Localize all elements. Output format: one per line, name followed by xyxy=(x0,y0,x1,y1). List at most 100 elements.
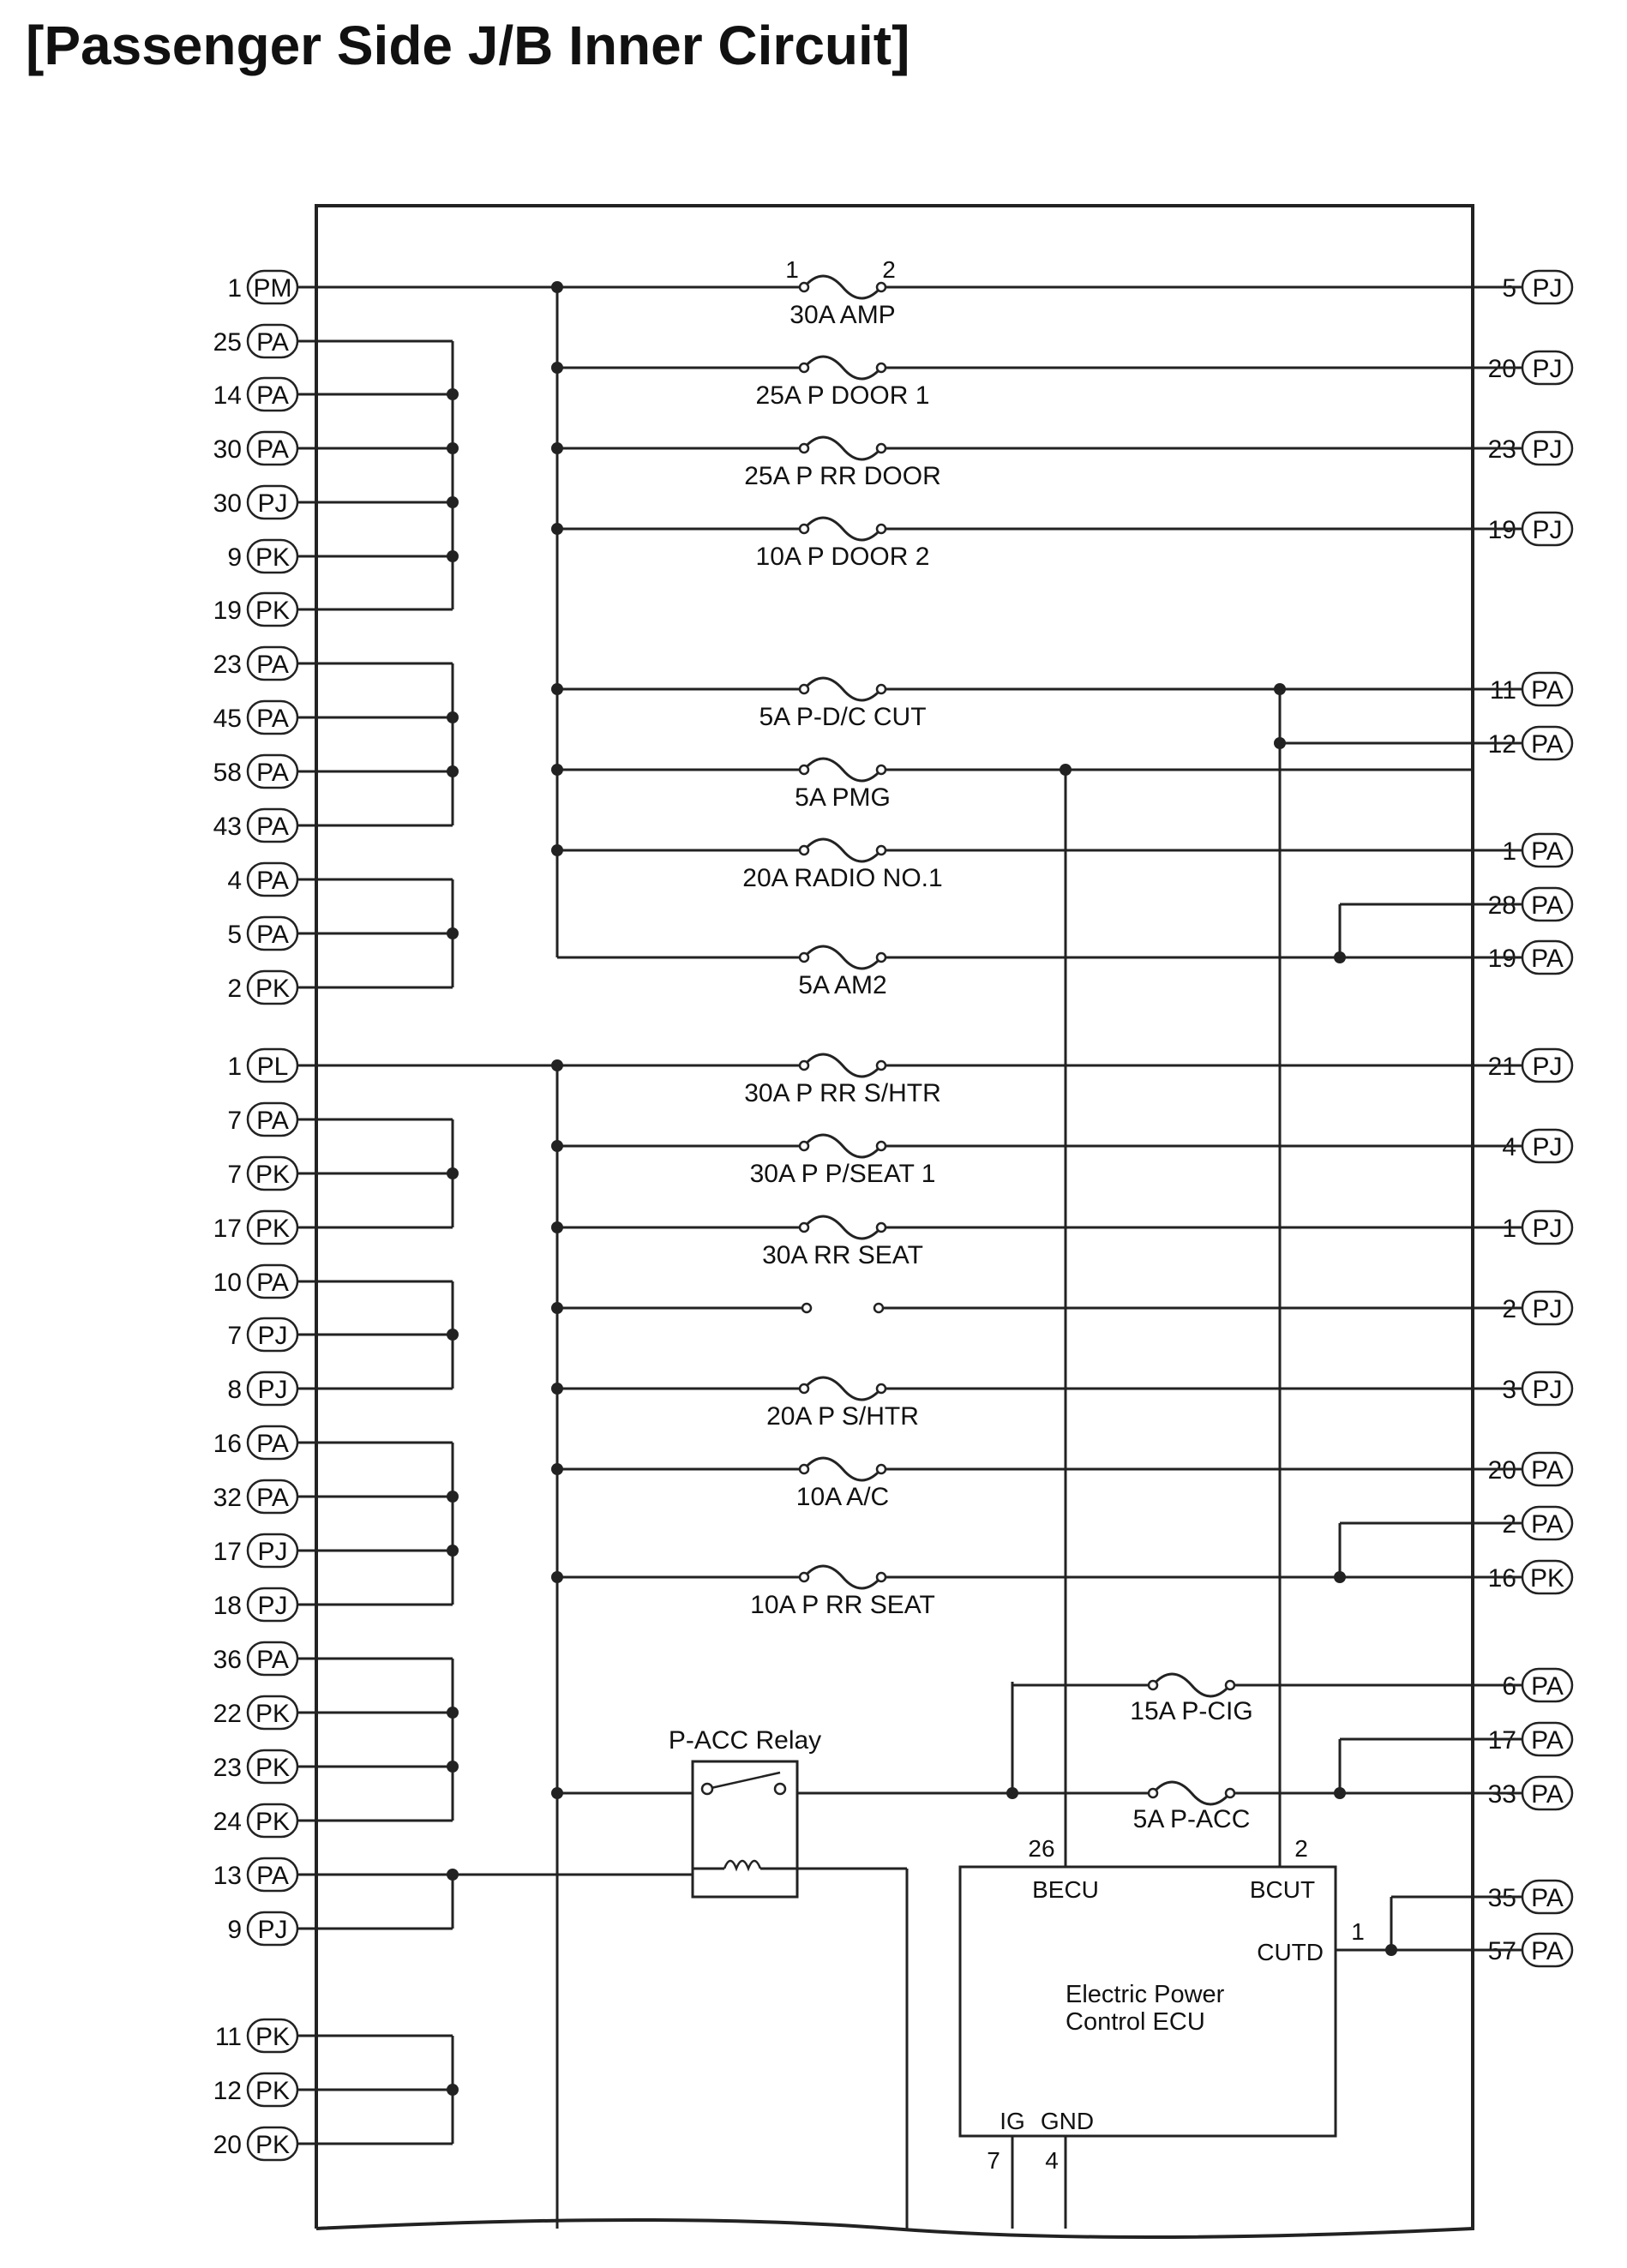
fuse-label: 10A A/C xyxy=(796,1483,889,1511)
fuse-terminal xyxy=(798,1221,810,1233)
connector-code: PA xyxy=(256,1862,289,1890)
terminal-number: 2 xyxy=(227,975,242,1003)
connector-code: PA xyxy=(256,1107,289,1135)
junction-dot xyxy=(551,764,563,776)
connector-code: PA xyxy=(256,759,289,787)
connector-code: PK xyxy=(255,2023,290,2051)
fuse-label: 5A AM2 xyxy=(798,971,886,999)
junction-dot xyxy=(447,1707,459,1719)
fuse-terminal xyxy=(798,1463,810,1475)
fuse-label: 20A P S/HTR xyxy=(766,1402,919,1431)
connector-code: PA xyxy=(256,435,289,464)
fuse-gap xyxy=(801,1303,884,1313)
fuse-terminal xyxy=(798,1571,810,1583)
terminal-number: 17 xyxy=(213,1538,242,1566)
connector-code: PA xyxy=(256,1430,289,1458)
fuse-terminal xyxy=(875,1463,887,1475)
connector-code: PJ xyxy=(257,1322,287,1350)
junction-dot xyxy=(1334,951,1346,963)
connector-code: PA xyxy=(1531,1884,1564,1912)
terminal-number: 10 xyxy=(213,1269,242,1297)
fuse-label: 25A P DOOR 1 xyxy=(756,381,930,410)
junction-dot xyxy=(551,442,563,454)
connector-code: PA xyxy=(256,1646,289,1674)
junction-dot xyxy=(1385,1944,1397,1956)
connector-code: PK xyxy=(255,1215,290,1243)
relay-coil xyxy=(723,1859,762,1872)
junction-dot xyxy=(551,1383,563,1395)
ecu-pin-cutd: 1 xyxy=(1351,1918,1365,1945)
junction-dot xyxy=(551,1463,563,1475)
connector-code: PJ xyxy=(257,1538,287,1566)
junction-dot xyxy=(447,1491,459,1503)
terminal-number: 9 xyxy=(227,1916,242,1944)
junction-box-outline xyxy=(315,204,1474,2239)
connector-code: PK xyxy=(255,2131,290,2159)
junction-dot xyxy=(551,1059,563,1071)
fuse-label: 15A P-CIG xyxy=(1130,1697,1252,1725)
ecu-box xyxy=(958,1865,1337,2138)
fuse-terminal xyxy=(798,1059,810,1071)
fuse-symbol xyxy=(802,757,883,783)
terminal-number: 8 xyxy=(227,1376,242,1404)
fuse-symbol xyxy=(802,1564,883,1590)
ecu-pin-becu: 26 xyxy=(1028,1835,1054,1862)
fuse-symbol xyxy=(802,516,883,542)
terminal-number: 45 xyxy=(213,705,242,733)
amp-fuse-pin-2: 2 xyxy=(882,256,896,283)
fuse-label: 30A AMP xyxy=(789,301,895,329)
ecu-name-line2: Control ECU xyxy=(1066,2008,1205,2036)
fuse-terminal xyxy=(798,844,810,856)
connector-code: PA xyxy=(1531,1780,1564,1809)
fuse-label: 10A P RR SEAT xyxy=(750,1591,935,1619)
connector-code: PA xyxy=(1531,945,1564,973)
connector-code: PA xyxy=(256,813,289,841)
connector-code: PK xyxy=(255,1808,290,1836)
junction-dot xyxy=(1274,737,1286,749)
junction-dot xyxy=(551,683,563,695)
ecu-becu-label: BECU xyxy=(1032,1876,1099,1903)
ecu-gnd-label: GND xyxy=(1041,2108,1094,2134)
terminal-number: 12 xyxy=(213,2077,242,2105)
connector-code: PA xyxy=(1531,891,1564,920)
fuse-terminal xyxy=(875,1221,887,1233)
fuse-terminal xyxy=(798,1383,810,1395)
junction-dot xyxy=(1006,1787,1018,1799)
connector-code: PJ xyxy=(1532,1215,1562,1243)
junction-dot xyxy=(447,1167,459,1179)
fuse-terminal xyxy=(1224,1787,1236,1799)
terminal-number: 17 xyxy=(213,1215,242,1243)
fuse-symbol xyxy=(802,676,883,702)
fuse-terminal xyxy=(875,844,887,856)
terminal-number: 4 xyxy=(227,867,242,895)
fuse-label: 25A P RR DOOR xyxy=(744,462,941,490)
amp-fuse-pin-1: 1 xyxy=(785,256,799,283)
connector-code: PA xyxy=(1531,837,1564,866)
fuse-symbol xyxy=(1151,1780,1232,1806)
terminal-number: 36 xyxy=(213,1646,242,1674)
junction-dot xyxy=(1334,1571,1346,1583)
connector-code: PJ xyxy=(1532,516,1562,544)
terminal-number: 25 xyxy=(213,328,242,357)
connector-code: PJ xyxy=(1532,1376,1562,1404)
connector-code: PK xyxy=(255,1700,290,1728)
ecu-pin-gnd: 4 xyxy=(1045,2147,1059,2174)
terminal-number: 19 xyxy=(213,597,242,625)
connector-code: PA xyxy=(1531,1726,1564,1755)
junction-dot xyxy=(447,442,459,454)
junction-dot xyxy=(551,844,563,856)
junction-dot xyxy=(551,1302,563,1314)
fuse-symbol xyxy=(802,435,883,461)
ecu-pin-bcut: 2 xyxy=(1294,1835,1308,1862)
fuse-terminal xyxy=(798,951,810,963)
terminal-number: 7 xyxy=(227,1107,242,1135)
connector-code: PA xyxy=(1531,1937,1564,1965)
junction-dot xyxy=(447,1761,459,1773)
fuse-terminal xyxy=(798,1140,810,1152)
fuse-terminal xyxy=(875,442,887,454)
connector-code: PJ xyxy=(1532,355,1562,383)
junction-dot xyxy=(447,550,459,562)
connector-code: PA xyxy=(256,867,289,895)
fuse-terminal xyxy=(875,1571,887,1583)
fuse-symbol xyxy=(802,945,883,970)
